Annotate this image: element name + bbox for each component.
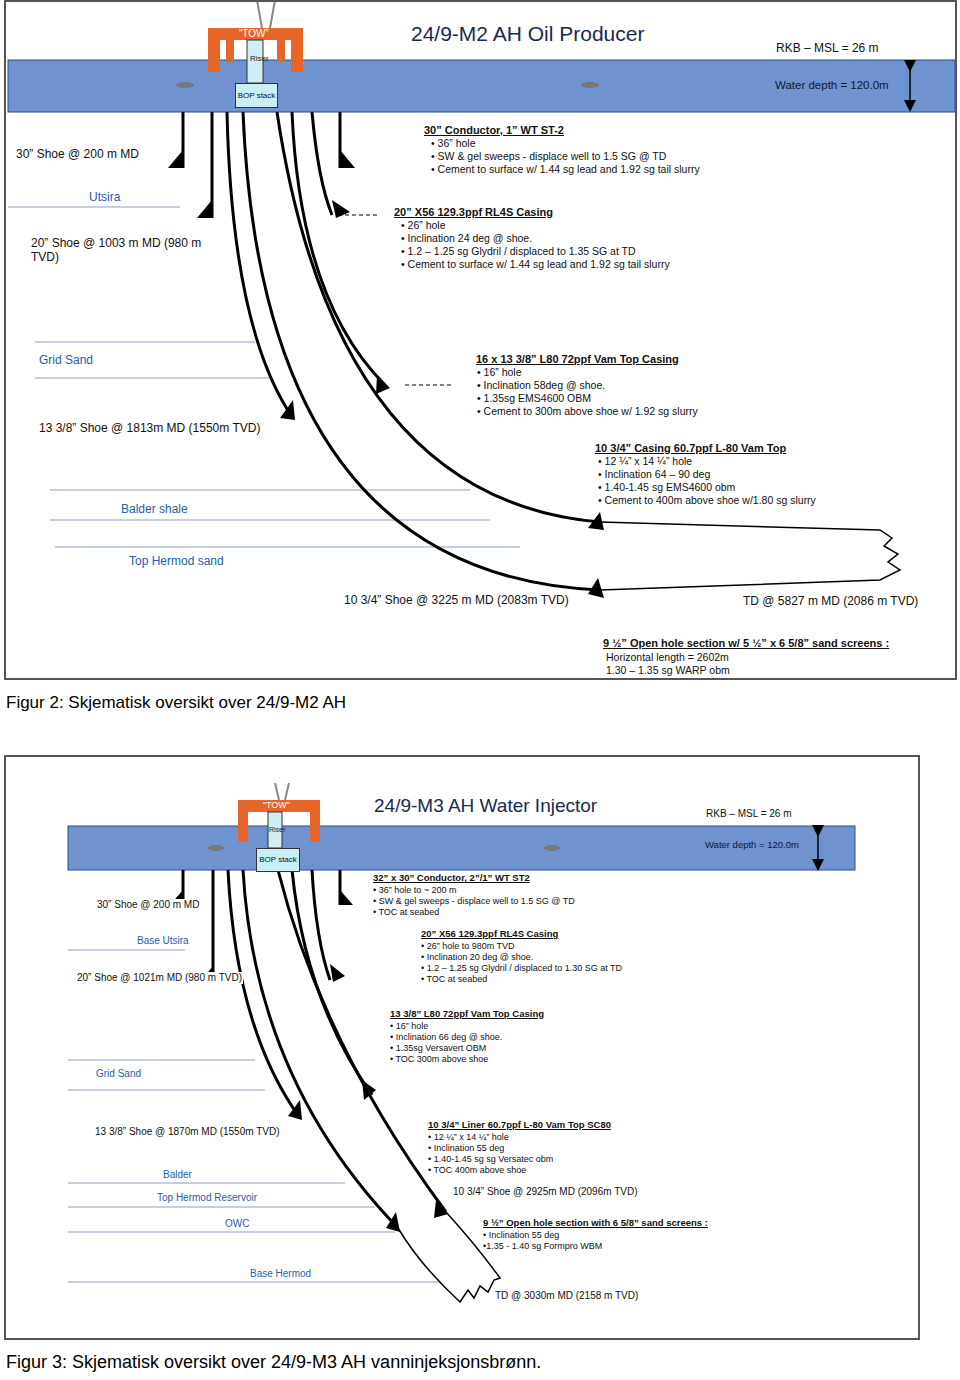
annotation: 10 3/4” Shoe @ 3225 m MD (2083m TVD) — [343, 594, 570, 608]
formation-label: Grid Sand — [38, 354, 94, 368]
annotation: • 1.35sg EMS4600 OBM — [476, 392, 592, 404]
riser-label: Riser — [249, 54, 270, 63]
figure-caption: Figur 3: Skjematisk oversikt over 24/9-M… — [5, 1352, 542, 1373]
annotation: • 12 ¼” x 14 ¼” hole — [427, 1132, 510, 1142]
annotation: • 12 ¼” x 14 ¼” hole — [597, 455, 693, 467]
callout-heading: 30” Conductor, 1” WT ST-2 — [423, 124, 565, 137]
annotation: • TOC 300m above shoe — [389, 1054, 489, 1064]
annotation: • 1.40-1.45 sg EMS4600 obm — [597, 481, 736, 493]
callout-heading: 16 x 13 3/8” L80 72ppf Vam Top Casing — [475, 353, 680, 366]
annotation: • SW & gel sweeps - displace well to 1.5… — [372, 896, 576, 906]
callout-heading: 9 ½” Open hole section w/ 5 ½” x 6 5/8” … — [602, 637, 890, 650]
annotation: • 26” hole to 980m TVD — [420, 941, 516, 951]
annotation: • Inclination 55 deg — [427, 1143, 505, 1153]
annotation: • Cement to 300m above shoe w/ 1.92 sg s… — [476, 405, 699, 417]
annotation: 13 3/8” Shoe @ 1870m MD (1550m TVD) — [94, 1126, 281, 1138]
formation-label: OWC — [224, 1218, 250, 1230]
callout-heading: 13 3/8” L80 72ppf Vam Top Casing — [389, 1009, 545, 1020]
annotation: 10 3/4” Shoe @ 2925m MD (2096m TVD) — [452, 1186, 639, 1198]
annotation: • Inclination 55 deg — [482, 1230, 560, 1240]
annotation: • Inclination 66 deg @ shoe. — [389, 1032, 503, 1042]
annotation: • 16” hole — [389, 1021, 429, 1031]
annotation: • TOC 400m above shoe — [427, 1165, 527, 1175]
figure-frame: 24/9-M2 AH Oil ProducerWater depth = 120… — [4, 0, 957, 680]
annotation: 13 3/8” Shoe @ 1813m MD (1550m TVD) — [38, 422, 261, 436]
figure-title: 24/9-M2 AH Oil Producer — [411, 22, 644, 46]
annotation: • TOC at seabed — [372, 907, 440, 917]
figure-3-art — [68, 783, 855, 1302]
formation-label: Grid Sand — [95, 1068, 142, 1080]
annotation: • Inclination 58deg @ shoe. — [476, 379, 606, 391]
annotation: • 36” hole to ~ 200 m — [372, 885, 457, 895]
box-label: BOP stack — [259, 855, 297, 864]
sea-water-band: Water depth = 120.0mBOP stack — [8, 60, 955, 112]
annotation: • 36” hole — [430, 137, 477, 149]
depth-note: Water depth = 120.0m — [775, 79, 889, 92]
riser-label: Riser — [268, 826, 286, 834]
annotation: • Cement to surface w/ 1.44 sg lead and … — [400, 258, 671, 270]
annotation: TD @ 5827 m MD (2086 m TVD) — [742, 595, 919, 609]
annotation: 30” Shoe @ 200 m MD — [15, 148, 140, 162]
annotation: • 1.35sg Versavert OBM — [389, 1043, 487, 1053]
annotation: 20” Shoe @ 1021m MD (980 m TVD) — [76, 972, 243, 984]
annotation: • TOC at seabed — [420, 974, 488, 984]
callout-heading: 10 3/4” Liner 60.7ppf L-80 Vam Top SC80 — [427, 1120, 612, 1131]
annotation: • Cement to surface w/ 1.44 sg lead and … — [430, 163, 701, 175]
annotation: • Inclination 64 – 90 deg — [597, 468, 711, 480]
formation-label: Base Utsira — [136, 935, 190, 947]
formation-label: Base Hermod — [249, 1268, 312, 1280]
figure-title: 24/9-M3 AH Water Injector — [374, 795, 597, 817]
figure-2-art — [8, 0, 955, 598]
rig-label: “TOW” — [262, 800, 291, 810]
annotation: • Inclination 24 deg @ shoe. — [400, 232, 533, 244]
annotation: • 16” hole — [476, 366, 523, 378]
annotation: • 1.40-1.45 sg sg Versatec obm — [427, 1154, 554, 1164]
depth-note: Water depth = 120.0m — [705, 840, 799, 851]
formation-label: Balder — [162, 1169, 193, 1181]
annotation: RKB – MSL = 26 m — [775, 42, 880, 56]
rig-label: “TOW” — [238, 28, 270, 40]
callout-heading: 32” x 30” Conductor, 2”/1” WT ST2 — [372, 873, 531, 884]
formation-label: Top Hermod sand — [128, 555, 225, 569]
annotation: • Inclination 20 deg @ shoe. — [420, 952, 534, 962]
annotation: •1.35 - 1.40 sg Formpro WBM — [482, 1241, 603, 1251]
annotation: • Cement to 400m above shoe w/1.80 sg sl… — [597, 494, 817, 506]
formation-label: Utsira — [88, 191, 121, 205]
callout-heading: 9 ½” Open hole section with 6 5/8” sand … — [482, 1218, 709, 1229]
annotation: 30” Shoe @ 200 m MD — [96, 899, 200, 911]
bop-stack-box: BOP stack — [256, 848, 300, 872]
bop-stack-box: BOP stack — [235, 83, 278, 108]
annotation: • 1.2 – 1.25 sg Glydril / displaced to 1… — [420, 963, 623, 973]
annotation: 1.30 – 1.35 sg WARP obm — [605, 664, 731, 676]
annotation: • 26” hole — [400, 219, 447, 231]
callout-heading: 20” X56 129.3ppf RL4S Casing — [393, 206, 554, 219]
annotation: • SW & gel sweeps - displace well to 1.5… — [430, 150, 667, 162]
callout-heading: 10 3/4” Casing 60.7ppf L-80 Vam Top — [594, 442, 787, 455]
callout-heading: 20” X56 129.3ppf RL4S Casing — [420, 929, 559, 940]
sea-water-band: Water depth = 120.0mBOP stack — [68, 826, 855, 870]
box-label: BOP stack — [238, 91, 276, 100]
annotation: Horizontal length = 2602m — [605, 651, 730, 663]
annotation: • 1.2 – 1.25 sg Glydril / displaced to 1… — [400, 245, 637, 257]
annotation: RKB – MSL = 26 m — [705, 808, 793, 820]
formation-label: Top Hermod Reservoir — [156, 1192, 258, 1204]
annotation: TD @ 3030m MD (2158 m TVD) — [494, 1290, 639, 1302]
figure-caption: Figur 2: Skjematisk oversikt over 24/9-M… — [5, 693, 347, 713]
formation-label: Balder shale — [120, 503, 189, 517]
annotation: 20” Shoe @ 1003 m MD (980 m TVD) — [30, 237, 217, 265]
